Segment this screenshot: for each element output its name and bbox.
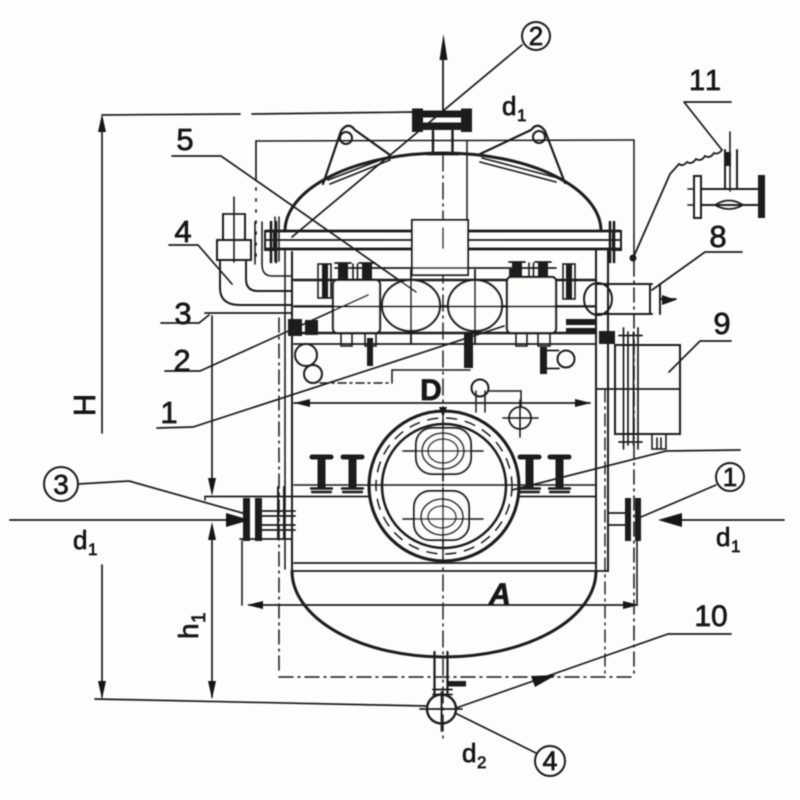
svg-text:D: D [420, 374, 442, 407]
svg-text:5: 5 [176, 122, 193, 157]
svg-text:11: 11 [689, 65, 723, 97]
svg-text:1: 1 [731, 537, 740, 556]
svg-text:2: 2 [529, 21, 543, 51]
svg-text:d: d [73, 525, 87, 555]
svg-text:9: 9 [713, 306, 730, 341]
svg-text:1: 1 [189, 612, 210, 623]
svg-text:1: 1 [723, 462, 737, 492]
svg-text:1: 1 [88, 540, 97, 559]
svg-text:d: d [502, 91, 516, 121]
svg-text:h: h [173, 623, 204, 639]
svg-text:3: 3 [174, 296, 191, 331]
svg-text:3: 3 [53, 469, 69, 500]
svg-text:2: 2 [173, 343, 190, 378]
svg-text:2: 2 [477, 753, 486, 772]
svg-text:d: d [462, 738, 476, 768]
svg-text:d: d [716, 522, 730, 552]
svg-text:8: 8 [709, 219, 726, 254]
svg-text:1: 1 [517, 106, 526, 125]
svg-text:1: 1 [160, 395, 177, 430]
svg-text:A: A [488, 578, 511, 611]
svg-text:4: 4 [542, 746, 557, 776]
svg-text:H: H [67, 394, 102, 416]
svg-text:10: 10 [694, 600, 727, 633]
svg-text:4: 4 [174, 214, 191, 249]
